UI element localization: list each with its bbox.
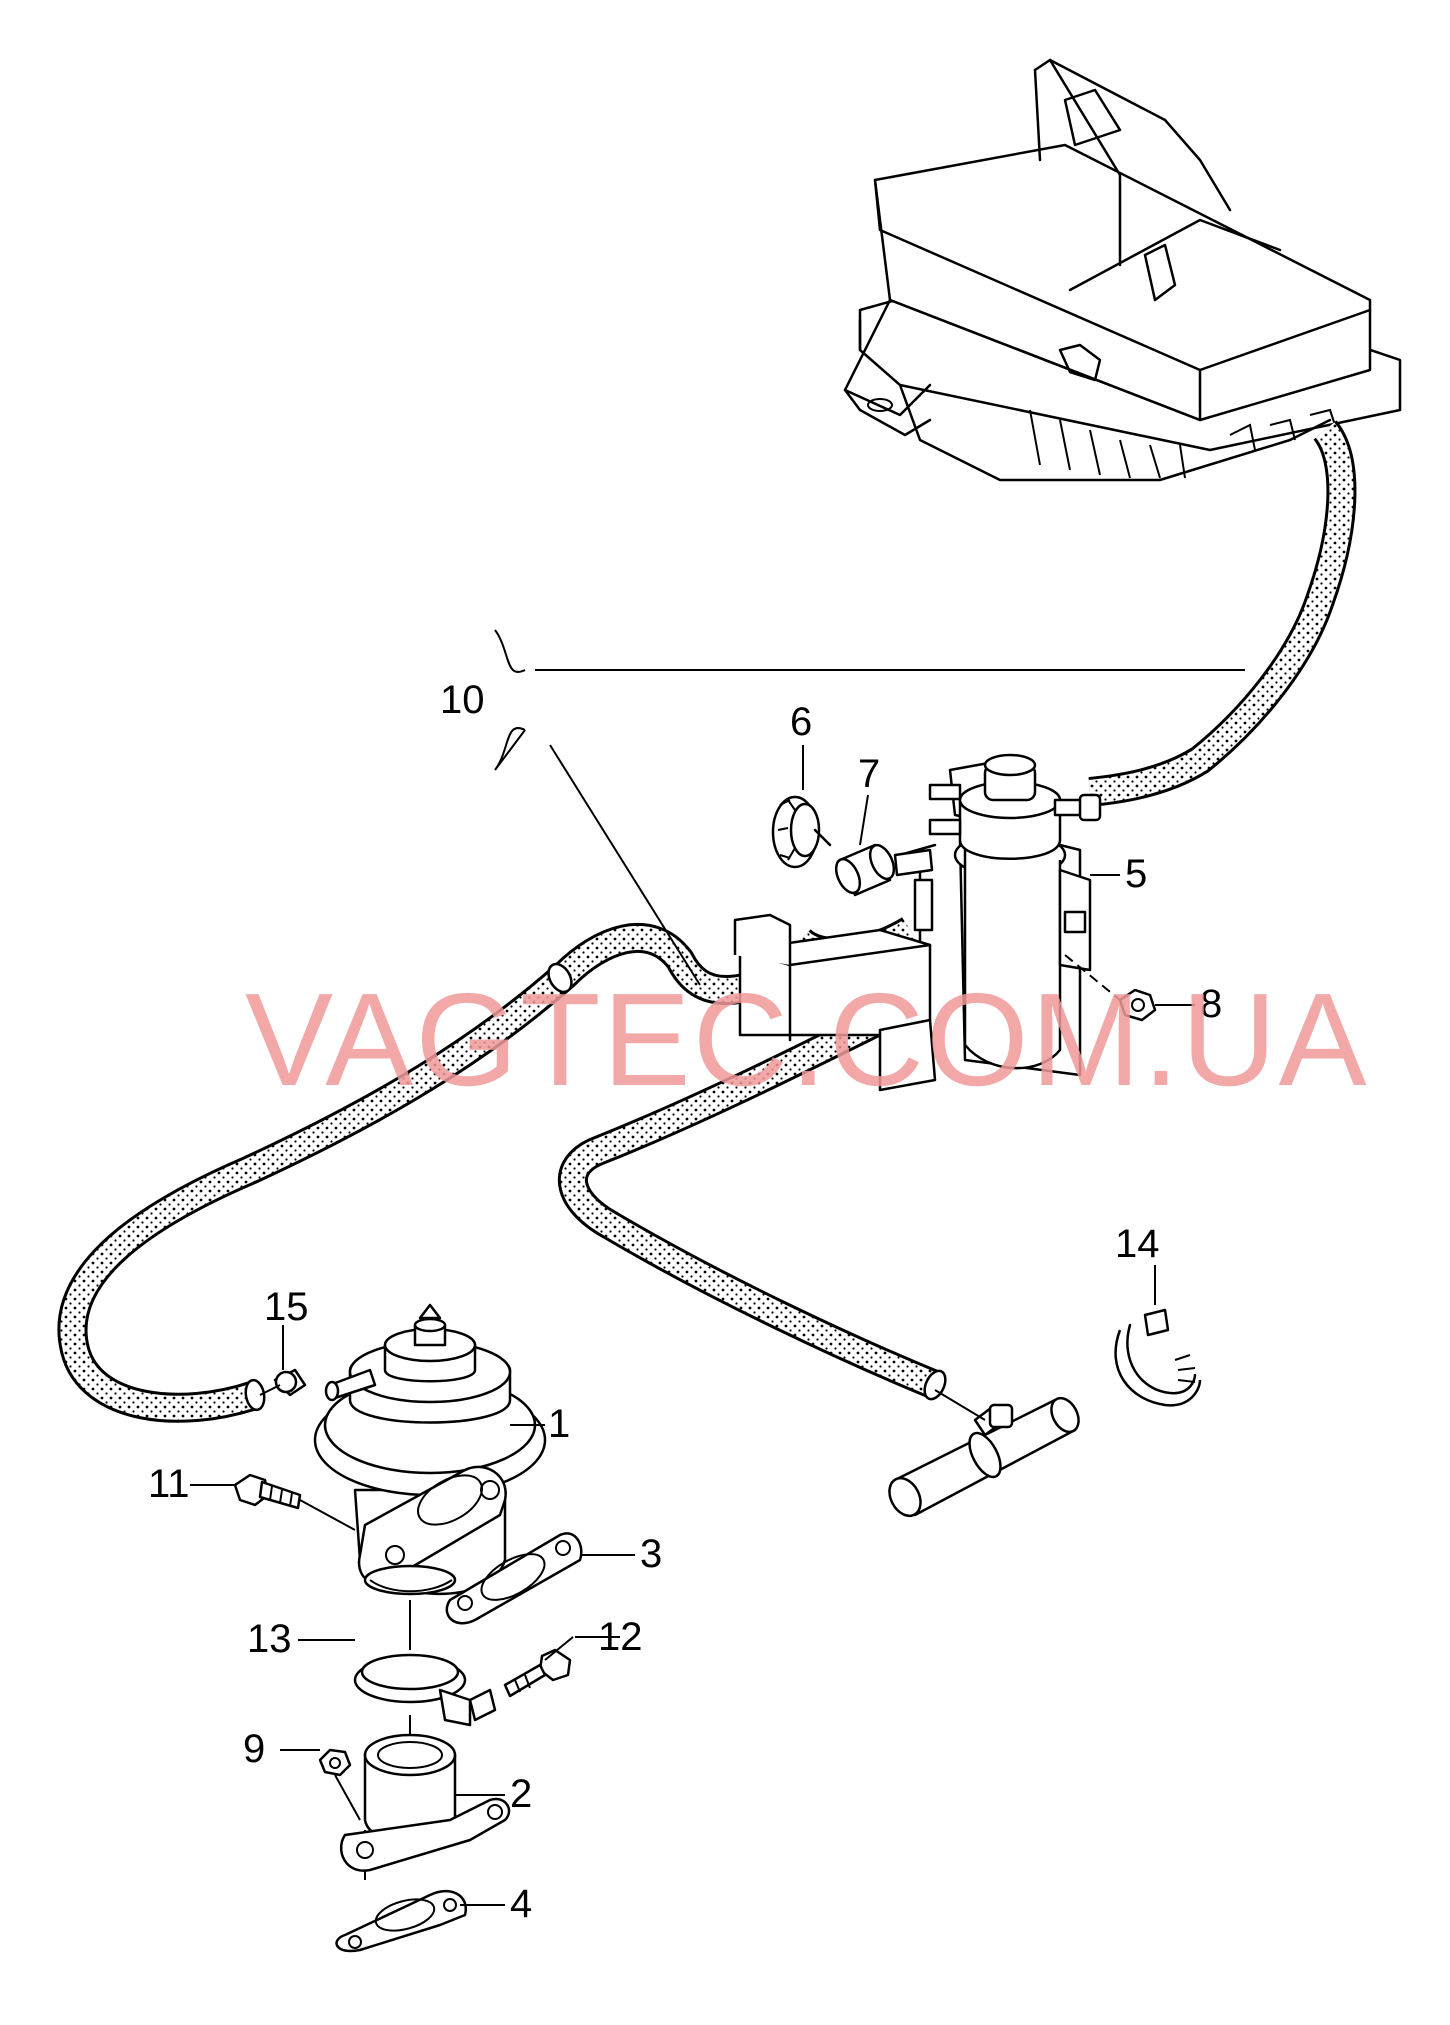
part-3-gasket: [445, 1532, 583, 1625]
leader-lines: [190, 629, 1245, 1906]
callout-2: 2: [510, 1772, 532, 1816]
part-2-pipe-flange: [339, 1733, 511, 1872]
part-11-bolt: [233, 1473, 356, 1531]
callout-14: 14: [1115, 1222, 1160, 1266]
part-4-gasket: [335, 1889, 468, 1953]
watermark-text: VAGTEC.COM.UA: [245, 966, 1369, 1113]
part-15-clip: [259, 1368, 307, 1397]
callout-4: 4: [510, 1882, 532, 1926]
callout-3: 3: [640, 1532, 662, 1576]
part-8-nut: [1064, 954, 1157, 1022]
part-12-bolt: [503, 1648, 572, 1698]
callout-15: 15: [264, 1285, 309, 1329]
hose-tee-connector: [888, 1389, 1080, 1518]
part-9-nut: [318, 1748, 361, 1821]
callout-5: 5: [1125, 852, 1147, 896]
callout-6: 6: [790, 700, 812, 744]
callout-7: 7: [858, 752, 880, 796]
air-filter-housing: [843, 58, 1402, 482]
part-6-grommet: [771, 795, 832, 869]
part-13-band-clamp: [353, 1653, 497, 1727]
part-7-sleeve: [834, 843, 896, 897]
callout-11: 11: [148, 1462, 190, 1506]
pressure-converter-valve: [733, 753, 1102, 1092]
callout-labels: 1 2 3 4 5 6 7 8 9 10 11 12 13 14 15: [148, 678, 1222, 1926]
part-1-egr-valve: [313, 1303, 547, 1596]
callout-13: 13: [247, 1617, 292, 1661]
callout-1: 1: [548, 1402, 570, 1446]
callout-12: 12: [598, 1615, 643, 1659]
callout-10: 10: [440, 678, 485, 722]
part-14-hose-clamp: [1114, 1308, 1202, 1407]
callout-8: 8: [1200, 982, 1222, 1026]
callout-9: 9: [243, 1727, 265, 1771]
